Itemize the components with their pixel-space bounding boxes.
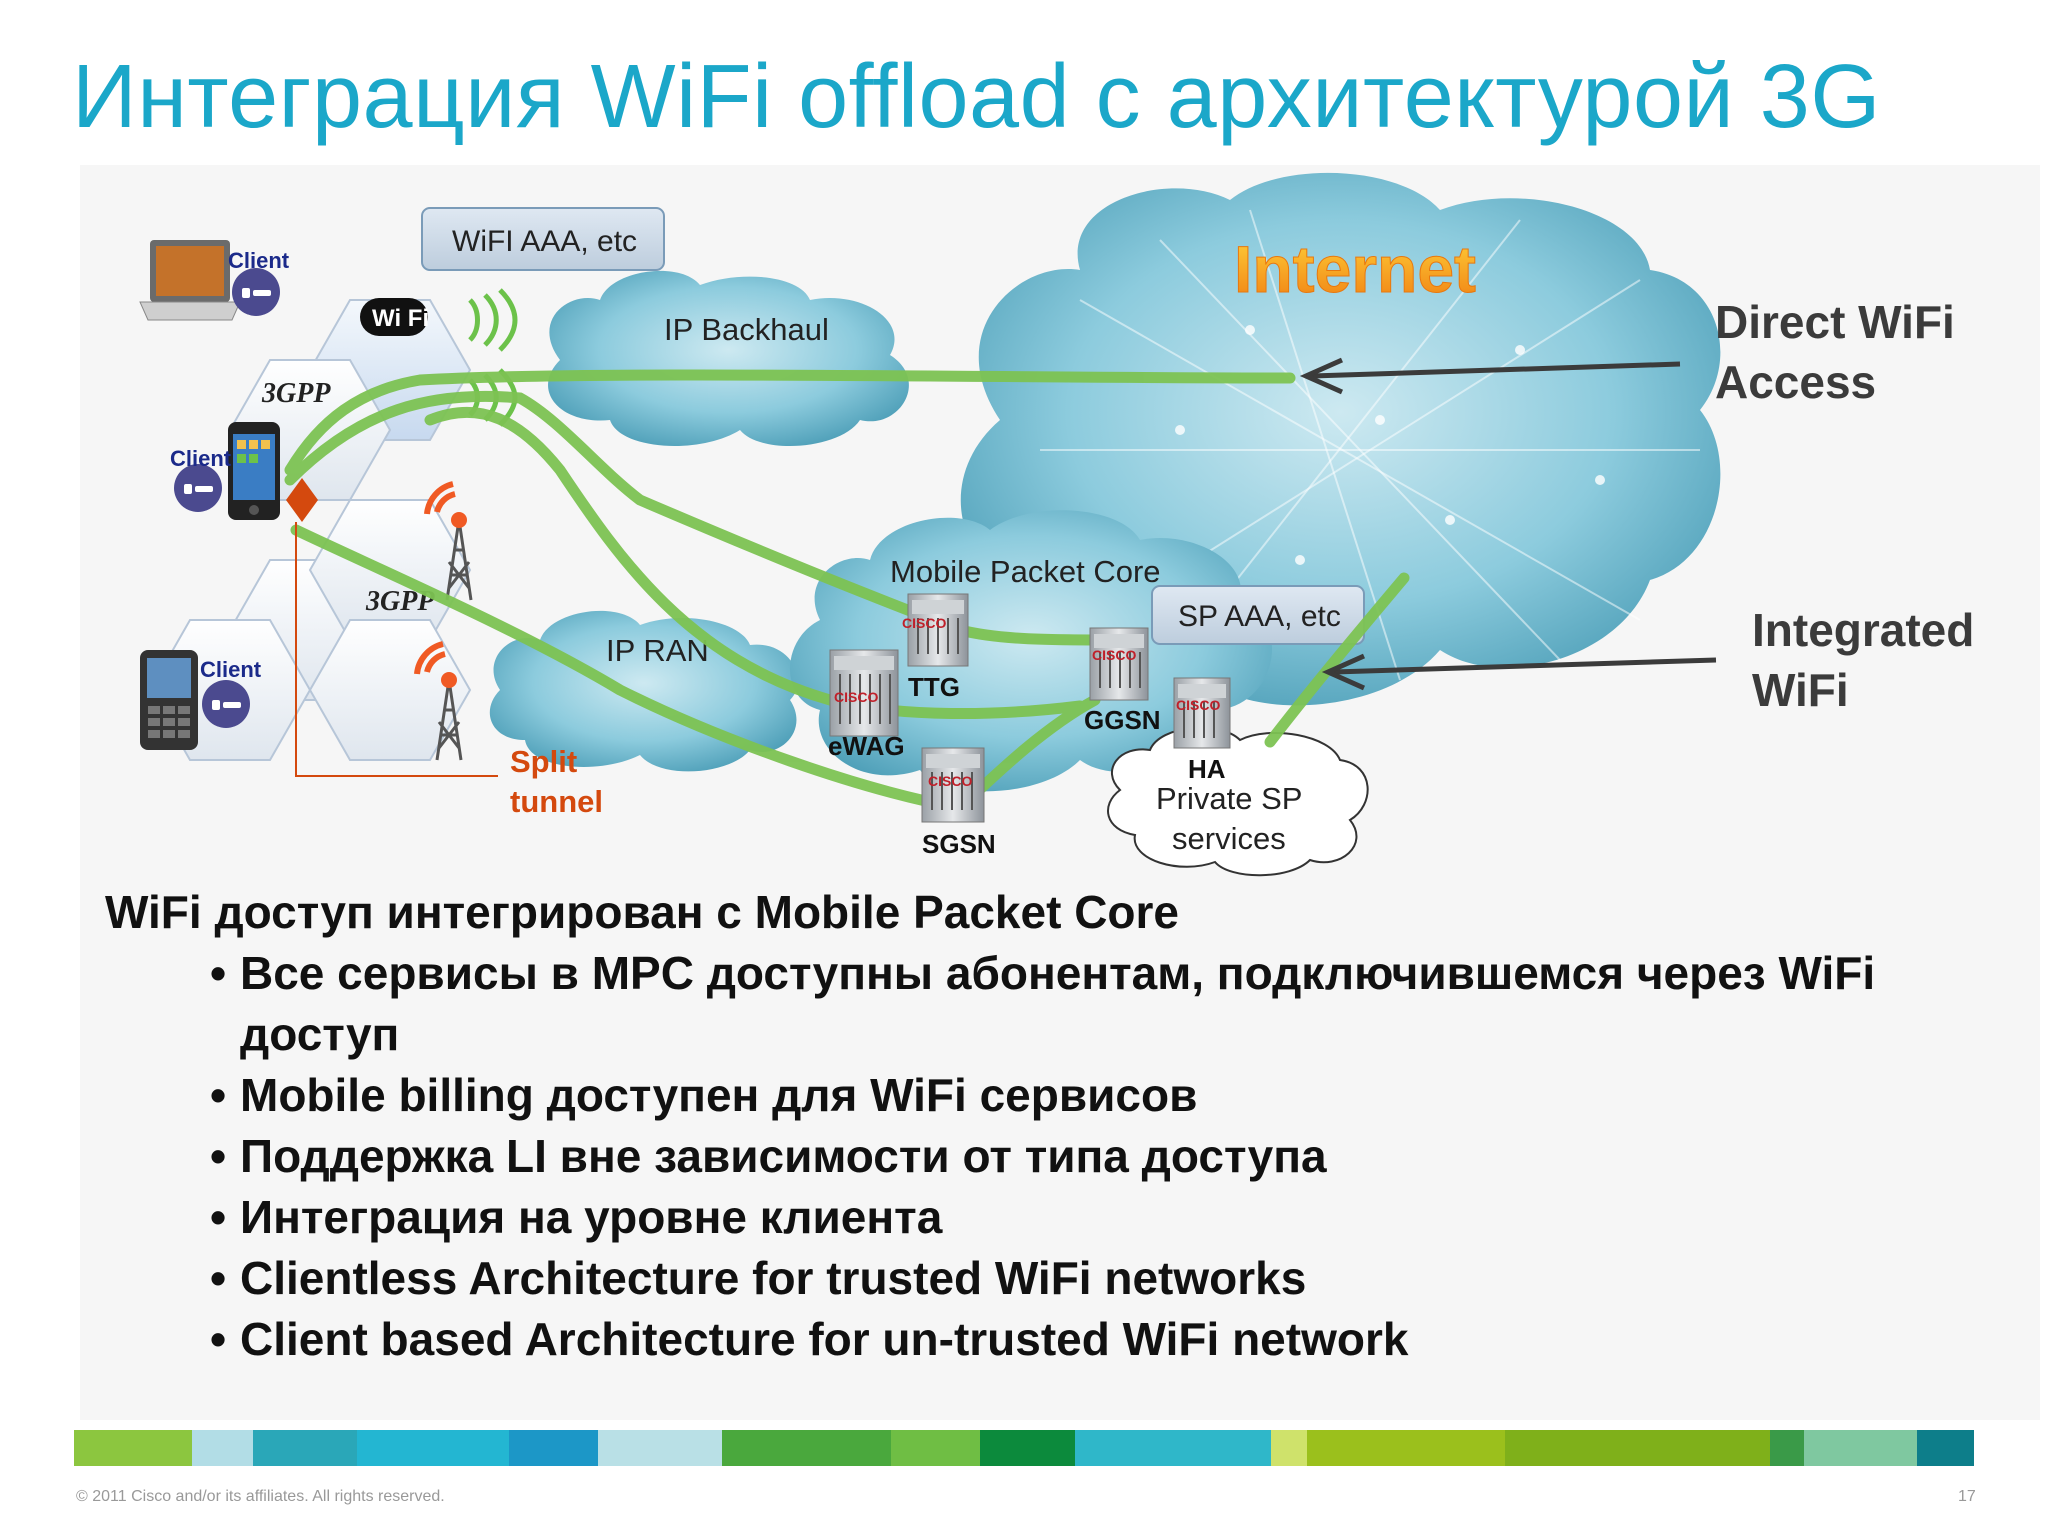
page-title: Интеграция WiFi offload с архитектурой 3…	[72, 47, 1881, 147]
3gpp-logo: 3GPP	[261, 378, 331, 409]
cisco-label: CISCO	[1092, 647, 1136, 663]
split-tunnel-line	[295, 522, 498, 777]
integrated-wifi-arrow	[1321, 653, 1717, 691]
split-tunnel-marker	[286, 478, 318, 522]
footer-stripe	[1770, 1430, 1804, 1466]
footer-color-bar	[74, 1430, 1975, 1466]
wifi-logo-icon: Wi Fi	[360, 298, 429, 336]
bullet-item: •Интеграция на уровне клиента	[210, 1187, 2005, 1248]
bullet-text: Интеграция на уровне клиента	[240, 1191, 943, 1243]
sp-aaa-label: SP AAA, etc	[1178, 600, 1341, 633]
ip-backhaul-label: IP Backhaul	[664, 312, 829, 347]
bullet-symbol: •	[210, 947, 227, 999]
footer-stripe	[1270, 1430, 1307, 1466]
sgsn-router-icon	[921, 747, 985, 823]
bullet-text: Поддержка LI вне зависимости от типа дос…	[240, 1130, 1327, 1182]
sgsn-label: SGSN	[922, 829, 996, 859]
footer-stripe	[722, 1430, 891, 1466]
green-tunnels	[284, 369, 1410, 814]
ewag-router-icon	[829, 649, 899, 737]
footer-stripe	[1917, 1430, 1975, 1466]
footer-stripe	[508, 1430, 598, 1466]
cisco-label: CISCO	[902, 615, 946, 631]
cisco-label: CISCO	[928, 773, 972, 789]
client-badge-icon	[174, 268, 280, 728]
wifi-aaa-box	[421, 207, 665, 271]
bullet-item: •Clientless Architecture for trusted WiF…	[210, 1248, 2005, 1309]
bullet-list: •Все сервисы в MPC доступны абонентам, п…	[105, 943, 2005, 1370]
sp-aaa-box	[1151, 585, 1365, 645]
footer-stripe	[1306, 1430, 1506, 1466]
ttg-router-icon	[907, 593, 969, 667]
ip-ran-label: IP RAN	[606, 633, 709, 668]
client-label: Client	[200, 657, 262, 682]
mobile-packet-core-cloud	[790, 510, 1273, 792]
bullet-item: •Client based Architecture for un-truste…	[210, 1309, 2005, 1370]
ha-label: HA	[1188, 754, 1226, 784]
footer-stripe	[1505, 1430, 1771, 1466]
bullet-item: •Все сервисы в MPC доступны абонентам, п…	[210, 943, 2005, 1065]
footer-stripe	[979, 1430, 1075, 1466]
footer-stripe	[357, 1430, 509, 1466]
client-label: Client	[228, 248, 290, 273]
integrated-wifi-label: WiFi	[1752, 664, 1849, 716]
footer-stripe	[74, 1430, 193, 1466]
split-tunnel-label: Split	[510, 744, 577, 779]
ggsn-router-icon	[1089, 627, 1149, 701]
footer-stripe	[192, 1430, 253, 1466]
laptop-icon	[139, 240, 241, 321]
smartphone-icon	[228, 422, 280, 520]
footer-stripe	[597, 1430, 723, 1466]
bullet-text: WiFi доступ интегрирован с Mobile Packet…	[105, 882, 2005, 1370]
split-tunnel-label: tunnel	[510, 784, 603, 819]
page-number: 17	[1958, 1488, 1976, 1505]
footer-stripe	[1074, 1430, 1271, 1466]
internet-label: Internet	[1234, 232, 1476, 306]
copyright-text: © 2011 Cisco and/or its affiliates. All …	[76, 1488, 445, 1505]
cisco-label: CISCO	[834, 689, 878, 705]
cell-tower-icon	[414, 641, 463, 761]
ewag-label: eWAG	[828, 731, 905, 761]
direct-wifi-label: Direct WiFi	[1715, 296, 1955, 348]
wifi-signal-icon	[468, 288, 518, 427]
bullet-symbol: •	[210, 1191, 227, 1243]
private-sp-label: services	[1172, 821, 1286, 856]
footer-stripe	[1803, 1430, 1918, 1466]
cell-tower-icon	[424, 481, 473, 601]
bullet-text: Все сервисы в MPC доступны абонентам, по…	[240, 947, 1876, 1060]
direct-wifi-arrow	[1299, 357, 1681, 395]
bullet-text: Client based Architecture for un-trusted…	[240, 1313, 1409, 1365]
ttg-label: TTG	[908, 672, 960, 702]
bullet-text: Mobile billing доступен для WiFi сервисо…	[240, 1069, 1198, 1121]
bullet-symbol: •	[210, 1313, 227, 1365]
lead-text: WiFi доступ интегрирован с Mobile Packet…	[105, 886, 1179, 938]
private-sp-label: Private SP	[1156, 781, 1302, 816]
cisco-label: CISCO	[1176, 697, 1220, 713]
ip-backhaul-cloud	[548, 270, 909, 447]
bullet-symbol: •	[210, 1252, 227, 1304]
footer-stripe	[891, 1430, 980, 1466]
network-diagram: Client Client Client Wi Fi 3GPP 3GPP WiF…	[139, 172, 1974, 877]
footer-stripe	[252, 1430, 358, 1466]
bullet-text: Clientless Architecture for trusted WiFi…	[240, 1252, 1307, 1304]
mobile-phone-icon	[140, 650, 198, 750]
client-label: Client	[170, 446, 232, 471]
ha-router-icon	[1173, 677, 1231, 749]
bullet-symbol: •	[210, 1069, 227, 1121]
ggsn-label: GGSN	[1084, 705, 1161, 735]
wifi-aaa-label: WiFI AAA, etc	[452, 225, 637, 258]
mobile-packet-core-label: Mobile Packet Core	[890, 554, 1161, 589]
integrated-wifi-label: Integrated	[1752, 604, 1974, 656]
bullet-item: •Поддержка LI вне зависимости от типа до…	[210, 1126, 2005, 1187]
direct-wifi-label: Access	[1715, 356, 1876, 408]
bullet-item: •Mobile billing доступен для WiFi сервис…	[210, 1065, 2005, 1126]
svg-text:Wi Fi: Wi Fi	[372, 305, 429, 332]
bullet-symbol: •	[210, 1130, 227, 1182]
